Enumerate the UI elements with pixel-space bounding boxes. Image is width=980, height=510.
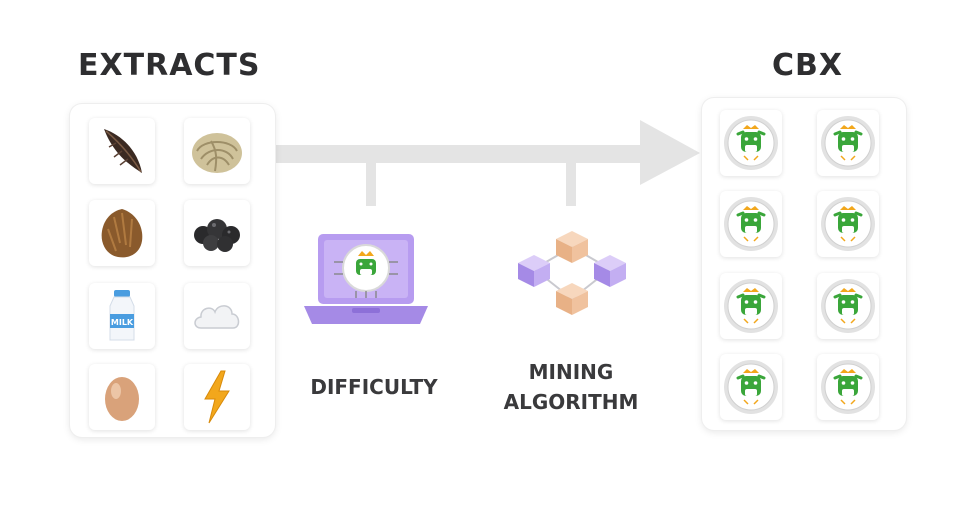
cbx-heading: CBX xyxy=(772,48,844,83)
cbx-coin xyxy=(720,354,782,420)
extract-tile-egg xyxy=(89,364,155,430)
extract-tile-cloud xyxy=(184,283,250,349)
mining-algorithm-label: MINING ALGORITHM xyxy=(486,357,656,417)
cbx-coin xyxy=(720,273,782,339)
flow-arrow xyxy=(272,120,700,206)
coal-icon xyxy=(194,219,240,252)
cow-coin-icon xyxy=(821,360,875,414)
extracts-panel: MILK xyxy=(70,104,275,437)
fur-icon xyxy=(101,209,143,258)
mining-label-line2: ALGORITHM xyxy=(503,390,639,414)
cbx-coin xyxy=(720,110,782,176)
cbx-coin xyxy=(720,191,782,257)
cbx-panel xyxy=(702,98,906,430)
difficulty-label: DIFFICULTY xyxy=(310,375,438,399)
cow-coin-icon xyxy=(724,197,778,251)
mining-blocks-icon xyxy=(518,231,626,315)
extract-tile-feather xyxy=(89,118,155,184)
cow-coin-icon xyxy=(724,360,778,414)
cbx-coin xyxy=(817,273,879,339)
cbx-coin xyxy=(817,354,879,420)
cbx-coin xyxy=(817,191,879,257)
extract-tile-fur xyxy=(89,200,155,266)
cow-coin-icon xyxy=(821,116,875,170)
cow-coin-icon xyxy=(821,197,875,251)
milk-label: MILK xyxy=(111,318,134,327)
laptop-icon xyxy=(304,234,428,324)
wool-ball-icon xyxy=(192,133,242,173)
cow-coin-icon xyxy=(821,279,875,333)
lightning-bolt-icon xyxy=(204,370,230,424)
cow-coin-icon xyxy=(724,116,778,170)
feather-icon xyxy=(104,129,142,173)
cow-coin-icon xyxy=(724,279,778,333)
extracts-heading: EXTRACTS xyxy=(78,48,261,83)
extract-tile-wool xyxy=(184,118,250,184)
egg-icon xyxy=(105,377,139,421)
cbx-coin xyxy=(817,110,879,176)
mining-label-line1: MINING xyxy=(528,360,614,384)
milk-bottle-icon: MILK xyxy=(109,290,135,341)
extract-tile-milk: MILK xyxy=(89,283,155,349)
cloud-icon xyxy=(194,305,240,329)
extract-tile-lightning xyxy=(184,364,250,430)
extract-tile-coal xyxy=(184,200,250,266)
